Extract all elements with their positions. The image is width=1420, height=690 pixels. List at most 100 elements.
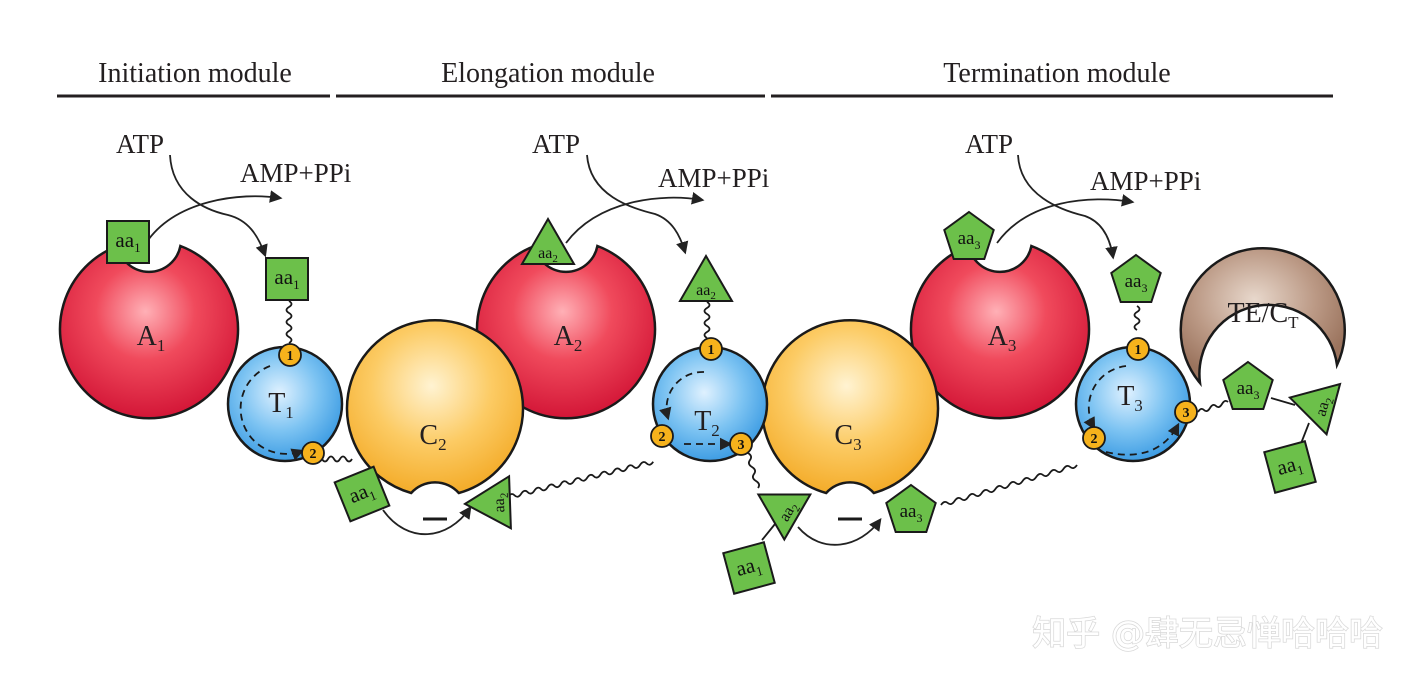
- aa1-sub: 1: [367, 487, 379, 503]
- aa3-pentagon-te-chain: aa3: [1222, 360, 1274, 410]
- wavy-link-t2-peptide: [507, 461, 654, 498]
- step-2-t1-label: 2: [310, 447, 317, 462]
- reaction-3: ATP AMP+PPi: [965, 129, 1201, 260]
- svg-text:aa1: aa1: [274, 265, 299, 292]
- aa2-text: aa: [538, 245, 552, 262]
- wavy-link-t2-aa2: [703, 301, 711, 339]
- module-headers: Initiation module Elongation module Term…: [57, 58, 1333, 98]
- svg-text:A2: A2: [554, 321, 583, 355]
- thiolation-domain-1: T1: [226, 345, 344, 463]
- step-1-t1-label: 1: [287, 349, 294, 364]
- step-markers: 1 2 1 2 3 1 2 3: [278, 337, 1198, 465]
- step-2-t2-label: 2: [659, 430, 666, 445]
- step-2-t3: 2: [1082, 426, 1106, 450]
- svg-text:A1: A1: [137, 321, 166, 355]
- svg-text:aa2: aa2: [538, 245, 558, 265]
- svg-text:T3: T3: [1117, 381, 1143, 415]
- atp-arrow-1: [169, 154, 268, 258]
- svg-text:aa1: aa1: [115, 228, 140, 255]
- step-1-t3-label: 1: [1135, 343, 1142, 358]
- aa2-sub: 2: [1324, 397, 1337, 405]
- svg-text:TE/CT: TE/CT: [1227, 298, 1299, 332]
- a3-label: A: [988, 321, 1009, 352]
- a2-sub: 2: [574, 336, 583, 355]
- termination-module-label: Termination module: [943, 58, 1170, 89]
- a1-sub: 1: [157, 336, 166, 355]
- aa1-sub: 1: [293, 277, 300, 292]
- elongation-module-label: Elongation module: [441, 58, 655, 89]
- c2-sub: 2: [438, 435, 447, 454]
- t3-label: T: [1117, 381, 1134, 412]
- step-3-t3-label: 3: [1183, 406, 1190, 421]
- aa2-text: aa: [696, 282, 710, 299]
- aa1-square-t2-chain: aa1: [722, 541, 776, 595]
- transfer-arrow-c3: [797, 517, 882, 546]
- aa2-sub: 2: [790, 503, 803, 514]
- aa3-sub: 3: [1253, 388, 1259, 402]
- aa1-square-bound: aa1: [265, 257, 309, 301]
- aa2-sub: 2: [499, 492, 511, 498]
- aa3-text: aa: [900, 501, 917, 522]
- wavy-link-t3-te: [1197, 399, 1229, 413]
- aa3-pentagon-bound: aa3: [1110, 253, 1162, 303]
- aa3-pentagon-t2-chain: aa3: [885, 483, 937, 533]
- amp-ppi-label-3: AMP+PPi: [1090, 166, 1201, 196]
- atp-label-3: ATP: [965, 129, 1013, 159]
- reaction-1: ATP AMP+PPi: [116, 129, 351, 258]
- c3-label: C: [834, 420, 853, 451]
- svg-text:aa3: aa3: [1125, 271, 1148, 295]
- aa1-square-t1-chain: aa1: [333, 465, 391, 523]
- te-label: TE/C: [1227, 298, 1288, 329]
- wavy-linkers: [285, 300, 1229, 506]
- aa3-sub: 3: [916, 511, 922, 525]
- svg-text:aa3: aa3: [900, 501, 923, 525]
- t1-sub: 1: [285, 403, 294, 422]
- wavy-link-t3-peptide: [940, 464, 1078, 506]
- step-2-t1: 2: [301, 441, 325, 465]
- step-2-t3-label: 2: [1091, 432, 1098, 447]
- a3-sub: 3: [1008, 336, 1017, 355]
- atp-arrow-2: [586, 154, 689, 255]
- amp-arrow-1: [145, 190, 283, 244]
- wavy-link-t3-aa3: [1133, 305, 1141, 331]
- t3-sub: 3: [1134, 396, 1143, 415]
- transfer-arrow-c2: [382, 505, 472, 536]
- amp-ppi-label-1: AMP+PPi: [240, 158, 351, 188]
- aa1-square-loading: aa1: [106, 220, 150, 264]
- aa1-sub: 1: [134, 240, 141, 255]
- a2-label: A: [554, 321, 575, 352]
- svg-text:A3: A3: [988, 321, 1017, 355]
- step-3-t2: 3: [729, 432, 753, 456]
- aa2-triangle-t2-chain: aa2: [756, 493, 813, 542]
- c2-label: C: [419, 420, 438, 451]
- svg-text:aa2: aa2: [1312, 395, 1336, 419]
- aa3-sub: 3: [1141, 281, 1147, 295]
- svg-text:aa2: aa2: [696, 282, 716, 302]
- svg-text:C3: C3: [834, 420, 861, 454]
- adenylation-domain-3: A3: [909, 244, 1091, 420]
- wavy-link-t1-aa1: [285, 300, 293, 344]
- aa1-text: aa: [115, 228, 134, 252]
- aa2-text: aa: [491, 498, 508, 513]
- aa1-sub: 1: [754, 563, 764, 579]
- reaction-2: ATP AMP+PPi: [532, 129, 769, 255]
- step-1-t1: 1: [278, 343, 302, 367]
- atp-label-1: ATP: [116, 129, 164, 159]
- aa2-triangle-te-chain: aa2: [1287, 382, 1342, 437]
- watermark: 知乎 @肆无忌惮哈哈哈: [1032, 614, 1383, 654]
- adenylation-domain-1: A1: [58, 244, 240, 420]
- svg-text:aa2: aa2: [491, 492, 512, 512]
- initiation-module-label: Initiation module: [98, 58, 292, 89]
- wavy-link-t2-step3: [747, 452, 761, 489]
- c3-sub: 3: [853, 435, 862, 454]
- atp-arrow-3: [1017, 154, 1118, 260]
- t1-label: T: [268, 388, 285, 419]
- te-sub: T: [1288, 313, 1299, 332]
- step-1-t2-label: 1: [708, 343, 715, 358]
- aa2-triangle-loading: aa2: [520, 217, 576, 265]
- aa1-text: aa: [274, 265, 293, 289]
- svg-text:T1: T1: [268, 388, 294, 422]
- step-3-t2-label: 3: [738, 438, 745, 453]
- aa1-square-te-chain: aa1: [1263, 440, 1317, 494]
